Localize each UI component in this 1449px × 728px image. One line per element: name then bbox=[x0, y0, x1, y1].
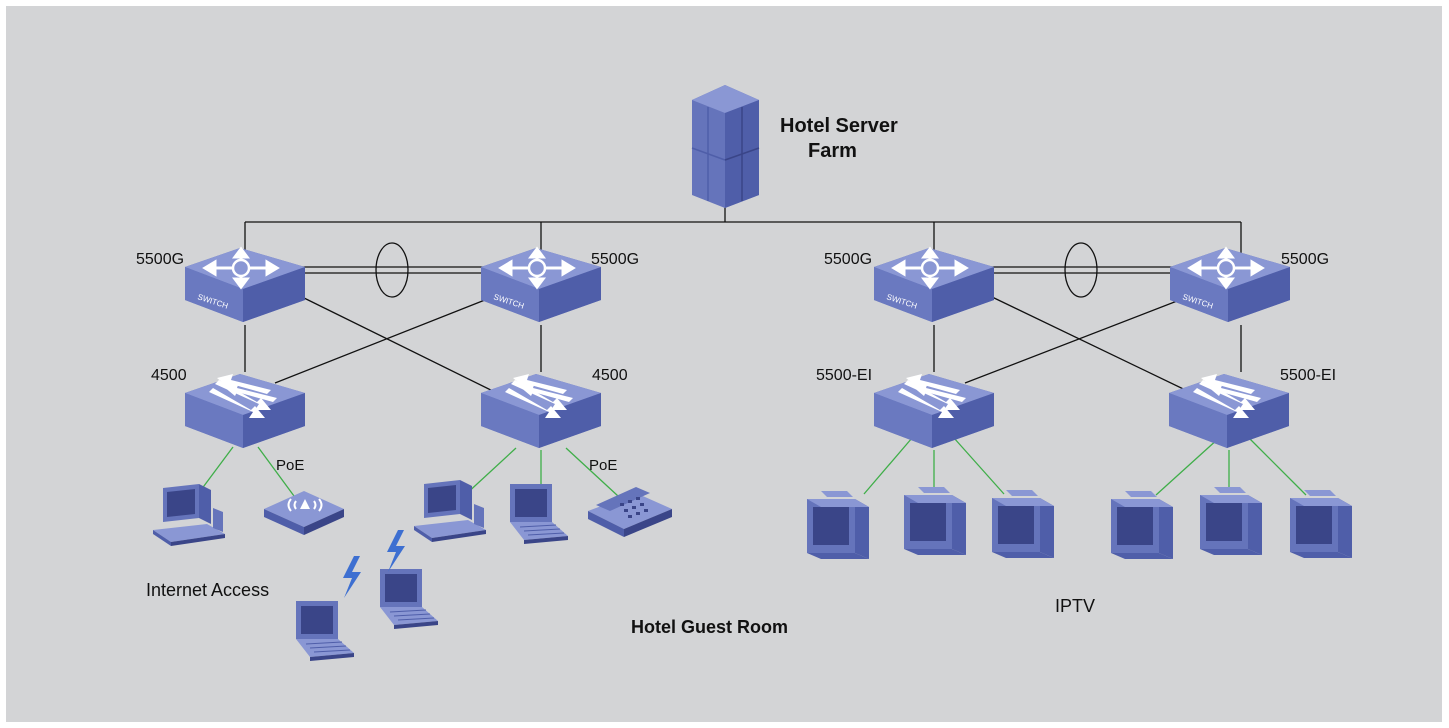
ip-phone-icon bbox=[588, 487, 672, 537]
access-link bbox=[863, 437, 913, 495]
laptop-icon bbox=[379, 568, 439, 630]
access-switch-2 bbox=[481, 374, 601, 448]
cross-link-3 bbox=[989, 295, 1201, 398]
core-switch-4 bbox=[1168, 246, 1292, 324]
access-switch-label-1: 4500 bbox=[151, 367, 187, 384]
wireless-access-point-icon bbox=[263, 490, 345, 536]
access-link bbox=[257, 446, 295, 497]
core-switch-1 bbox=[183, 246, 307, 324]
access-link bbox=[953, 437, 1005, 495]
access-switch-3 bbox=[874, 374, 994, 448]
tv-icon bbox=[992, 490, 1054, 558]
tv-icon bbox=[904, 487, 966, 555]
core-switch-label-4: 5500G bbox=[1281, 251, 1329, 268]
access-link bbox=[463, 447, 517, 497]
access-switch-1 bbox=[185, 374, 305, 448]
caption-hotel-guest-room: Hotel Guest Room bbox=[631, 617, 788, 637]
cross-link-4 bbox=[964, 295, 1191, 384]
access-link bbox=[565, 447, 619, 497]
server-farm-icon bbox=[691, 85, 760, 208]
access-switch-label-3: 5500-EI bbox=[816, 367, 872, 384]
core-switch-label-1: 5500G bbox=[136, 251, 184, 268]
core-switch-3 bbox=[872, 246, 996, 324]
core-switch-label-3: 5500G bbox=[824, 251, 872, 268]
cross-link-1 bbox=[299, 295, 506, 398]
caption-internet-access: Internet Access bbox=[146, 580, 269, 600]
link-aggregation-ring-left bbox=[375, 242, 409, 298]
server-farm-label-line1: Hotel Server bbox=[780, 115, 898, 137]
link-aggregation-ring-right bbox=[1064, 242, 1098, 298]
poe-label-2: PoE bbox=[589, 457, 617, 474]
access-switch-label-4: 5500-EI bbox=[1280, 367, 1336, 384]
cross-link-2 bbox=[274, 295, 496, 384]
desktop-pc-icon bbox=[153, 484, 225, 546]
access-link bbox=[1155, 437, 1220, 496]
lightning-icon bbox=[387, 530, 405, 572]
caption-iptv: IPTV bbox=[1055, 596, 1095, 616]
access-switch-4 bbox=[1169, 374, 1289, 448]
tv-icon bbox=[1111, 491, 1173, 559]
poe-label-1: PoE bbox=[276, 457, 304, 474]
core-switch-2 bbox=[479, 246, 603, 324]
tv-icon bbox=[1200, 487, 1262, 555]
lightning-icon bbox=[343, 556, 361, 598]
laptop-icon bbox=[509, 483, 569, 545]
tv-icon bbox=[1290, 490, 1352, 558]
server-farm-label-line2: Farm bbox=[808, 140, 857, 162]
access-link bbox=[1248, 437, 1307, 496]
laptop-icon bbox=[295, 600, 355, 662]
desktop-pc-icon bbox=[414, 480, 486, 542]
access-switch-label-2: 4500 bbox=[592, 367, 628, 384]
core-switch-label-2: 5500G bbox=[591, 251, 639, 268]
access-links bbox=[194, 437, 1307, 499]
tv-icon bbox=[807, 491, 869, 559]
backbone-links bbox=[244, 207, 1242, 398]
